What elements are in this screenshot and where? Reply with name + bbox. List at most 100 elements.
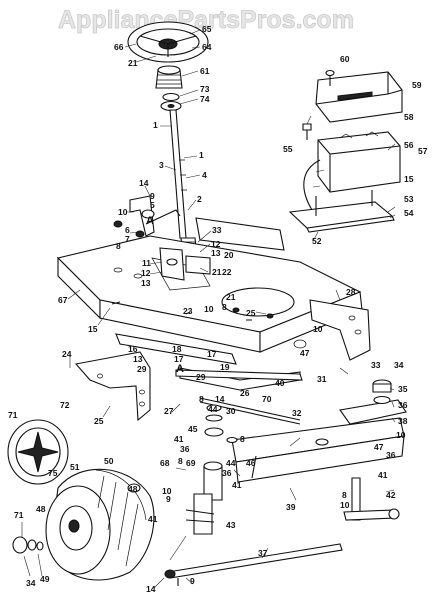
callout-37: 37	[258, 548, 268, 558]
callout-39: 39	[286, 502, 296, 512]
callout-8: 8	[222, 302, 227, 312]
callout-36: 36	[386, 450, 396, 460]
callout-69: 69	[186, 458, 196, 468]
callout-19: 19	[220, 362, 230, 372]
battery-cover	[315, 69, 403, 123]
front-plate	[74, 351, 151, 422]
front-axle	[231, 417, 405, 483]
steering-arm	[129, 195, 181, 238]
callout-57: 57	[418, 146, 428, 156]
callout-53: 53	[404, 194, 414, 204]
callout-59: 59	[412, 80, 422, 90]
callout-6: 6	[125, 225, 130, 235]
callout-26: 26	[240, 388, 250, 398]
callout-48: 48	[36, 504, 46, 514]
callout-13: 13	[141, 278, 151, 288]
callout-71: 71	[8, 410, 18, 420]
callout-12: 12	[211, 239, 221, 249]
callout-36: 36	[180, 444, 190, 454]
callout-11: 11	[142, 258, 151, 268]
callout-A: A	[176, 363, 184, 375]
callout-14: 14	[146, 584, 156, 594]
left-spindle	[185, 461, 223, 535]
callout-14: 14	[215, 394, 225, 404]
callout-1: 1	[199, 150, 204, 160]
callout-21: 21	[128, 58, 138, 68]
callout-34: 34	[26, 578, 36, 588]
callout-31: 31	[317, 374, 327, 384]
callout-21: 21	[226, 292, 236, 302]
callout-29: 29	[137, 364, 147, 374]
callout-25: 25	[246, 308, 256, 318]
callout-15: 15	[88, 324, 98, 334]
callout-33: 33	[371, 360, 381, 370]
drag-link	[175, 369, 303, 425]
callout-60: 60	[340, 54, 350, 64]
callout-75: 75	[48, 468, 58, 478]
callout-9: 9	[166, 494, 171, 504]
spindle-spacers	[204, 404, 238, 444]
callout-15: 15	[404, 174, 414, 184]
callout-47: 47	[300, 348, 310, 358]
callout-36: 36	[398, 400, 408, 410]
callout-10: 10	[313, 324, 323, 334]
watermark-text: AppliancePartsPros.com	[58, 6, 354, 34]
callout-30: 30	[226, 406, 236, 416]
callout-22: 22	[222, 267, 232, 277]
callout-72: 72	[60, 400, 70, 410]
callout-71: 71	[14, 510, 24, 520]
callout-3: 3	[159, 160, 164, 170]
callout-45: 45	[188, 424, 198, 434]
callout-2: 2	[197, 194, 202, 204]
callout-23: 23	[183, 306, 193, 316]
front-tire	[45, 468, 155, 581]
callout-56: 56	[404, 140, 414, 150]
wheel-hardware	[12, 483, 141, 554]
callout-54: 54	[404, 208, 414, 218]
callout-41: 41	[378, 470, 388, 480]
callout-8: 8	[199, 394, 204, 404]
steering-adapter	[155, 65, 183, 89]
callout-28: 28	[346, 287, 356, 297]
callout-32: 32	[292, 408, 302, 418]
callout-14: 14	[139, 178, 149, 188]
callout-labels: 65 66 64 21 61 73 74 1 1 3 4 14 9 5 10 A…	[8, 24, 428, 594]
steering-wheel	[127, 21, 209, 63]
callout-1: 1	[153, 120, 158, 130]
battery-bolt	[302, 123, 312, 140]
callout-46: 46	[246, 458, 256, 468]
main-frame	[56, 217, 363, 353]
callout-44: 44	[226, 458, 236, 468]
callout-13: 13	[211, 248, 221, 258]
callout-41: 41	[174, 434, 184, 444]
callout-5: 5	[150, 200, 155, 210]
callout-51: 51	[70, 462, 80, 472]
callout-74: 74	[200, 94, 210, 104]
battery-tray	[288, 190, 395, 233]
callout-61: 61	[200, 66, 210, 76]
callout-4: 4	[202, 170, 207, 180]
callout-40: 40	[275, 378, 285, 388]
callout-65: 65	[202, 24, 212, 34]
callout-50: 50	[104, 456, 114, 466]
callout-8: 8	[178, 456, 183, 466]
callout-66: 66	[114, 42, 124, 52]
callout-10: 10	[204, 304, 214, 314]
steering-shaft	[169, 109, 187, 239]
callout-8: 8	[240, 434, 245, 444]
callout-12: 12	[141, 268, 151, 278]
callout-13: 13	[133, 354, 143, 364]
callout-7: 7	[125, 234, 130, 244]
callout-41: 41	[232, 480, 242, 490]
callout-10: 10	[340, 500, 350, 510]
callout-33: 33	[212, 225, 222, 235]
rear-bracket	[309, 299, 371, 361]
callout-58: 58	[404, 112, 414, 122]
callout-A: A	[146, 215, 154, 227]
callout-44: 44	[208, 404, 218, 414]
callout-10: 10	[162, 486, 172, 496]
right-spindle	[343, 379, 400, 521]
callout-49: 49	[40, 574, 50, 584]
callout-8: 8	[116, 241, 121, 251]
callout-41: 41	[148, 514, 158, 524]
